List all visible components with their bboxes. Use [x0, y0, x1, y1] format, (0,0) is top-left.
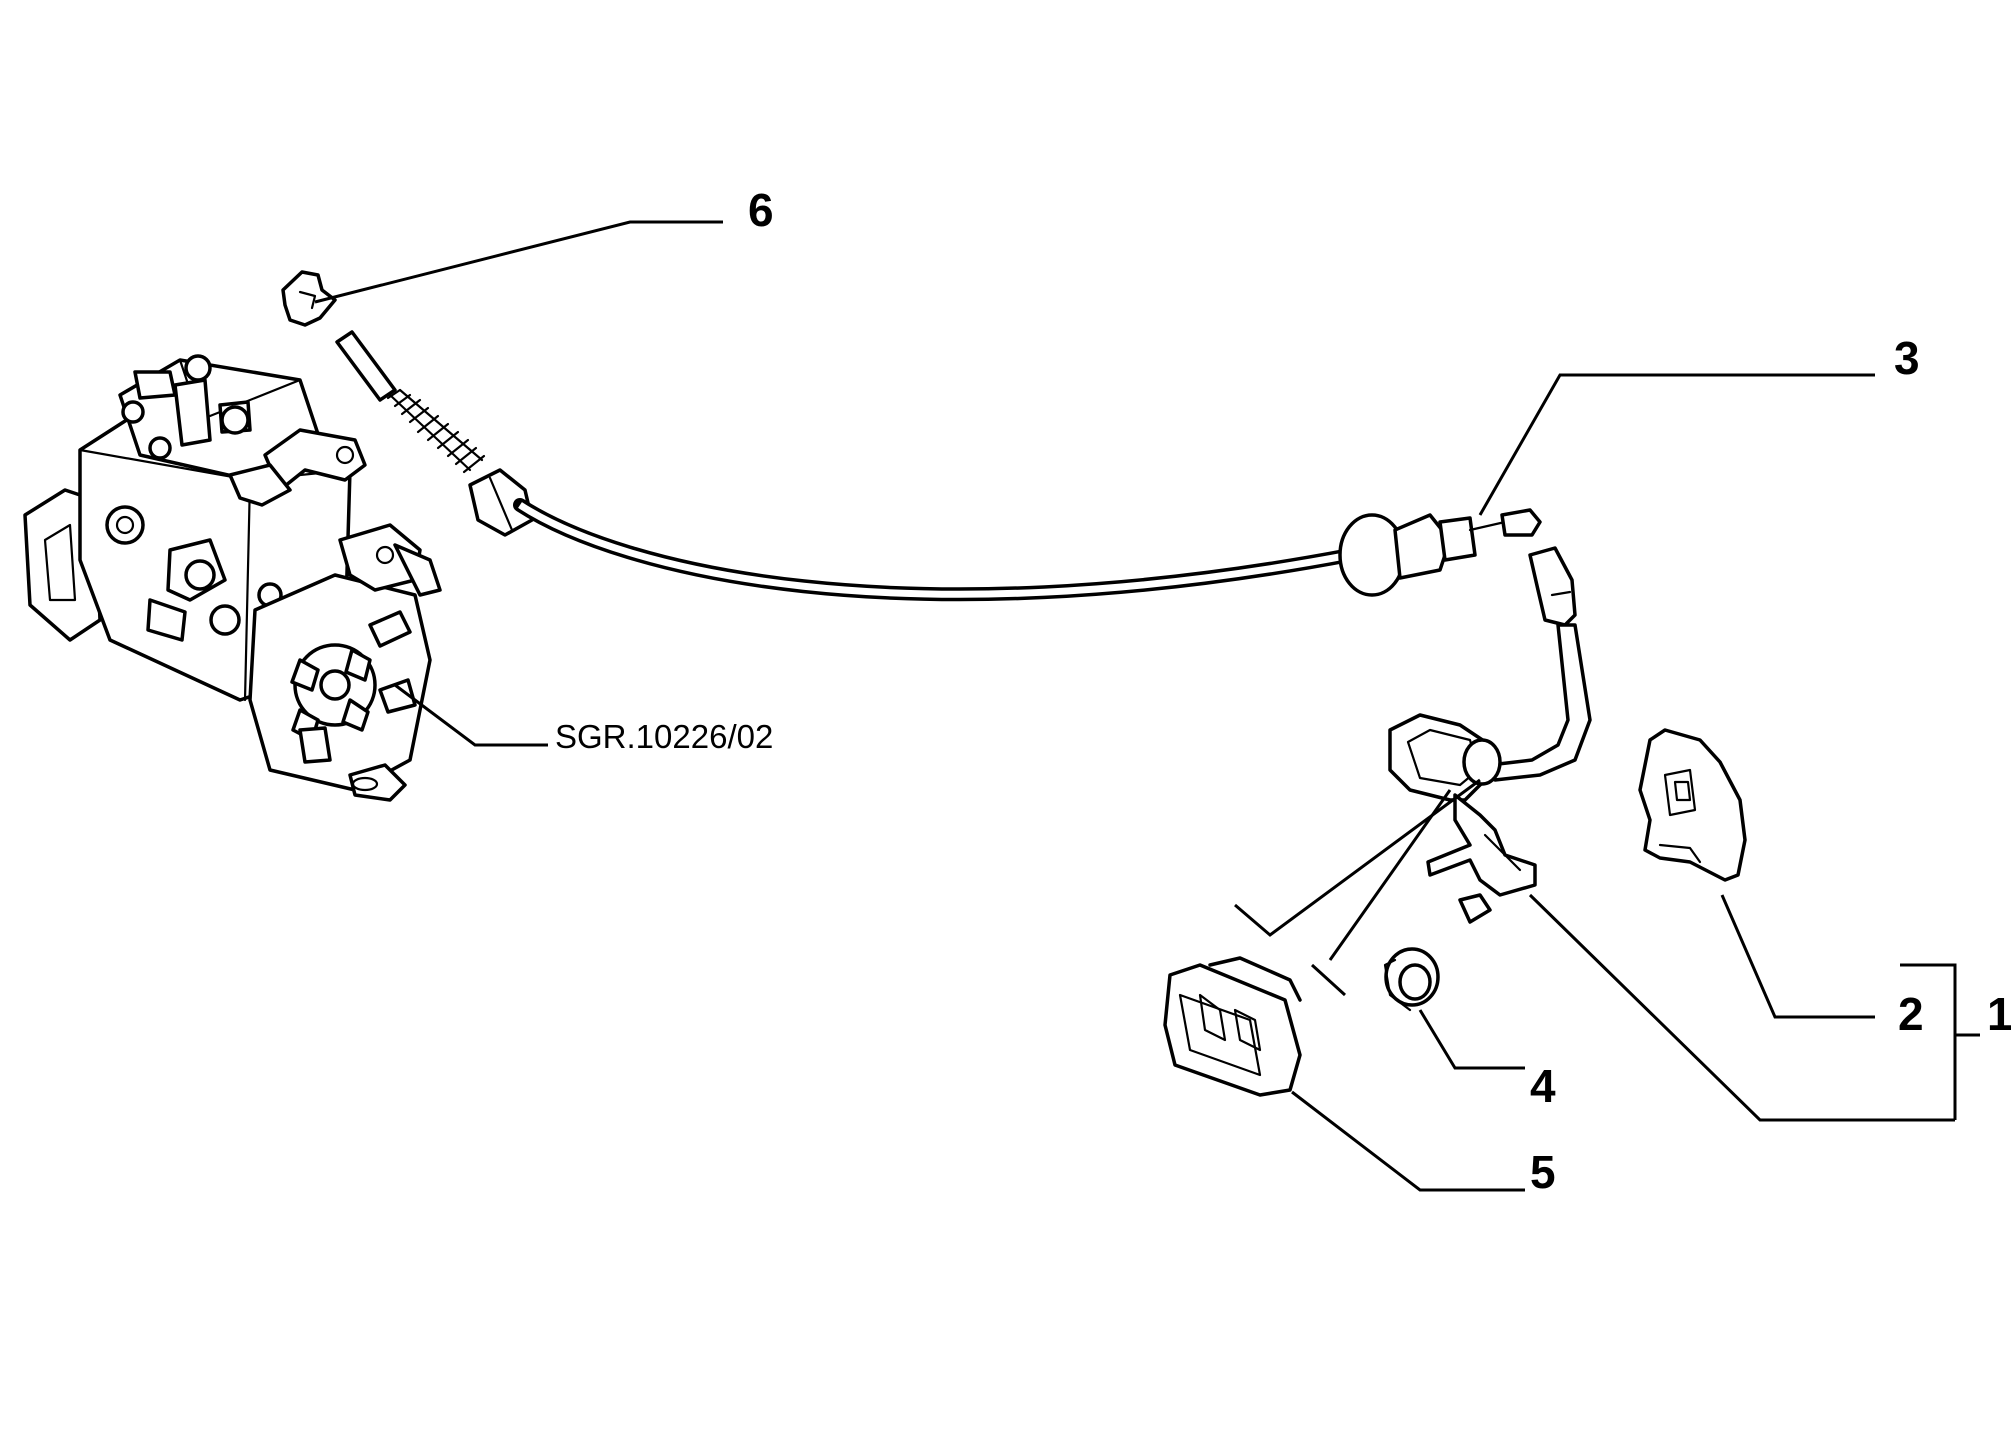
injection-pump: [23, 354, 442, 802]
bushing-part-4: [1383, 947, 1440, 1012]
callout-6: 6: [748, 184, 774, 236]
assembly-indicator-lines: [1234, 778, 1481, 997]
grommet-part-5: [1163, 956, 1302, 1097]
callout-2: 2: [1898, 988, 1924, 1040]
accelerator-pedal-assembly: [1388, 546, 1592, 924]
leader-lines: [314, 220, 1980, 1192]
pedal-pad-part-2: [1638, 728, 1747, 882]
callout-5: 5: [1530, 1146, 1556, 1198]
diagram-reference-code: SGR.10226/02: [555, 718, 773, 755]
accelerator-cable: [281, 270, 1542, 602]
callout-4: 4: [1530, 1060, 1556, 1112]
cable-clip-part-6: [281, 270, 337, 327]
callout-3: 3: [1894, 332, 1920, 384]
callout-1: 1: [1987, 988, 2011, 1040]
